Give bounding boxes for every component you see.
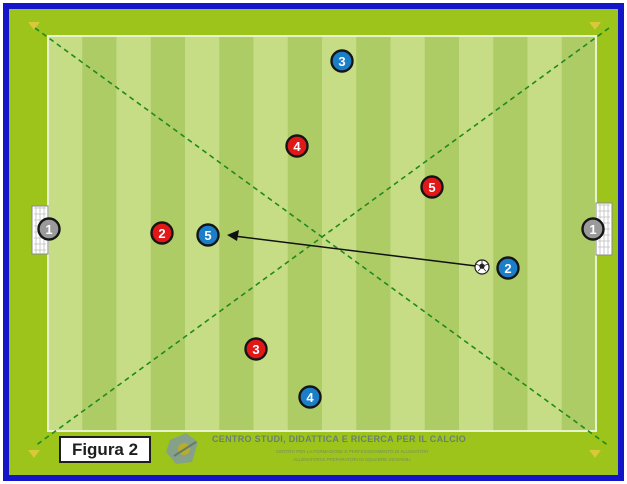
player-number: 1 (45, 222, 52, 237)
player-marker-blue-2: 2 (498, 258, 519, 279)
player-marker-blue-4: 4 (300, 387, 321, 408)
pitch-stripe (117, 36, 152, 431)
pitch-stripe (288, 36, 323, 431)
pitch-stripe (82, 36, 117, 431)
pitch-stripe (322, 36, 357, 431)
logo-subtitle-1: CENTRO PER LA FORMAZIONE E PERFEZIONAMEN… (222, 449, 482, 454)
player-number: 1 (589, 222, 596, 237)
player-marker-blue-5: 5 (198, 225, 219, 246)
player-number: 3 (252, 342, 259, 357)
player-marker-goalkeeper-1: 1 (39, 219, 60, 240)
player-marker-red-3: 3 (246, 339, 267, 360)
player-number: 5 (204, 228, 211, 243)
player-marker-red-2: 2 (152, 223, 173, 244)
logo-subtitle-2: ALLENATORI E PREPARATORI DI SQUADRE GIOV… (222, 457, 482, 462)
pitch-stripe (425, 36, 460, 431)
player-number: 4 (293, 139, 301, 154)
figure-label: Figura 2 (59, 436, 151, 463)
player-marker-goalkeeper-1: 1 (583, 219, 604, 240)
pitch-stripe (254, 36, 289, 431)
player-marker-red-5: 5 (422, 177, 443, 198)
pitch-stripe (528, 36, 563, 431)
player-marker-red-4: 4 (287, 136, 308, 157)
pitch-stripes (48, 36, 597, 431)
pitch-stripe (391, 36, 426, 431)
pitch-stripe (356, 36, 391, 431)
player-number: 3 (338, 54, 345, 69)
soccer-ball-icon (475, 260, 489, 274)
pitch-stripe (493, 36, 528, 431)
logo-title: CENTRO STUDI, DIDATTICA E RICERCA PER IL… (212, 434, 512, 444)
player-number: 4 (306, 390, 314, 405)
pitch-stripe (459, 36, 494, 431)
player-number: 2 (504, 261, 511, 276)
player-marker-blue-3: 3 (332, 51, 353, 72)
player-number: 2 (158, 226, 165, 241)
player-number: 5 (428, 180, 435, 195)
